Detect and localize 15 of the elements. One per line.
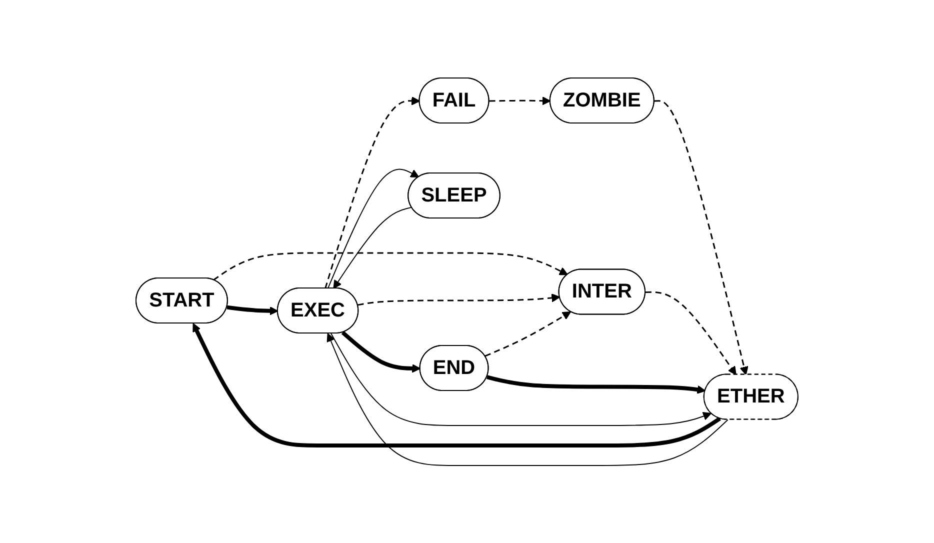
arrow <box>327 168 420 289</box>
arrow <box>226 305 278 315</box>
arrow <box>654 100 748 375</box>
arrow <box>341 330 421 373</box>
arrow <box>489 96 551 105</box>
arrow <box>213 252 568 280</box>
arrow <box>646 291 736 375</box>
arrow <box>192 322 721 448</box>
arrow <box>330 332 712 426</box>
arrow <box>484 311 572 357</box>
arrow <box>486 374 706 394</box>
arrow <box>326 332 728 466</box>
arrow <box>324 96 420 288</box>
arrow <box>333 206 412 289</box>
arrow <box>358 293 560 306</box>
